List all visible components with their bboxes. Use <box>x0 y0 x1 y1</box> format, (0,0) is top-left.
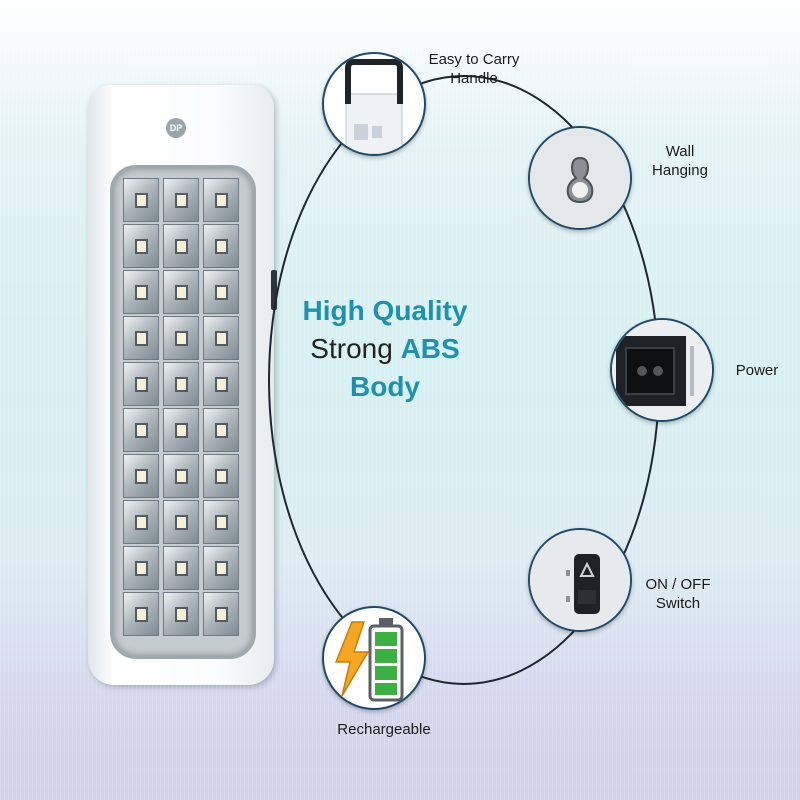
led-cell <box>203 546 239 590</box>
feature-power-circle <box>610 318 714 422</box>
led-cell <box>203 270 239 314</box>
switch-icon <box>530 530 630 630</box>
feature-switch-label: ON / OFF Switch <box>640 575 716 613</box>
led-cell <box>163 316 199 360</box>
feature-switch-circle <box>528 528 632 632</box>
feature-wall-circle <box>528 126 632 230</box>
brand-logo: DP <box>166 118 186 138</box>
led-cell <box>163 224 199 268</box>
handle-icon <box>345 59 403 154</box>
switch-label-line1: ON / OFF <box>645 576 711 593</box>
headline-line2-accent: ABS <box>400 333 460 364</box>
lamp-side-switch <box>271 270 277 310</box>
led-cell <box>123 316 159 360</box>
switch-label-line2: Switch <box>655 595 701 612</box>
wall-label-line2: Hanging <box>652 162 708 179</box>
led-cell <box>123 224 159 268</box>
led-cell <box>163 270 199 314</box>
headline: High Quality Strong ABS Body <box>290 292 480 406</box>
led-cell <box>123 546 159 590</box>
led-cell <box>163 178 199 222</box>
led-cell <box>123 270 159 314</box>
wall-hook-icon <box>530 128 630 228</box>
led-cell <box>163 546 199 590</box>
wall-label-line1: Wall <box>665 143 695 160</box>
led-grid <box>123 178 239 636</box>
led-cell <box>203 454 239 498</box>
led-cell <box>203 362 239 406</box>
led-cell <box>123 500 159 544</box>
headline-line3: Body <box>350 371 420 402</box>
led-cell <box>163 408 199 452</box>
led-cell <box>203 592 239 636</box>
feature-wall-label: Wall Hanging <box>640 142 720 180</box>
led-panel <box>110 165 256 659</box>
led-cell <box>203 500 239 544</box>
led-cell <box>123 408 159 452</box>
led-cell <box>163 454 199 498</box>
feature-recharge-circle <box>322 606 426 710</box>
handle-label-line1: Easy to Carry <box>428 51 520 68</box>
led-cell <box>123 362 159 406</box>
feature-power-label: Power <box>735 362 779 379</box>
feature-recharge-label: Rechargeable <box>337 721 431 738</box>
led-cell <box>123 454 159 498</box>
led-cell <box>163 362 199 406</box>
power-socket-icon <box>612 320 712 420</box>
led-cell <box>203 408 239 452</box>
emergency-lamp: DP <box>88 85 277 685</box>
led-cell <box>123 178 159 222</box>
headline-line2: Strong ABS <box>290 330 480 368</box>
led-cell <box>203 316 239 360</box>
battery-charging-icon <box>334 618 404 702</box>
led-cell <box>203 224 239 268</box>
feature-handle-circle <box>322 52 426 156</box>
headline-line2-plain: Strong <box>310 333 401 364</box>
headline-line1: High Quality <box>302 295 468 326</box>
feature-handle-label: Easy to Carry Handle <box>418 50 530 88</box>
led-cell <box>123 592 159 636</box>
led-cell <box>203 178 239 222</box>
led-cell <box>163 500 199 544</box>
handle-label-line2: Handle <box>450 70 498 87</box>
led-cell <box>163 592 199 636</box>
